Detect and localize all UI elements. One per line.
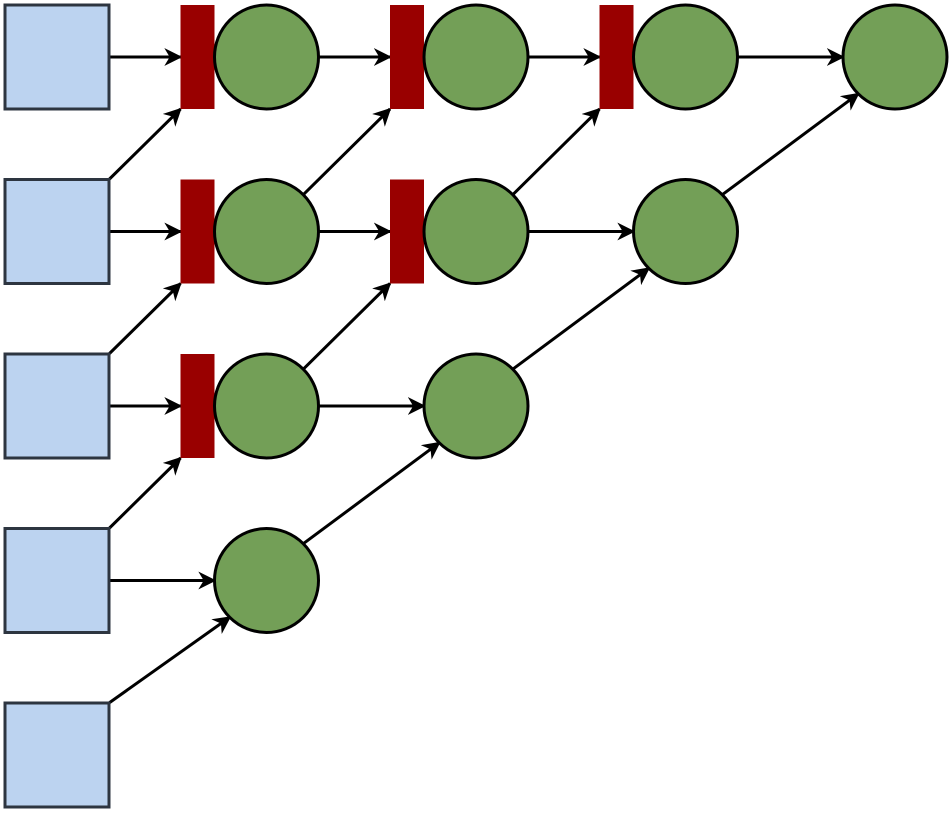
node-n21 [213, 352, 320, 460]
input-square-in0 [3, 3, 111, 111]
node-n31 [213, 527, 320, 634]
edge-in4-n31 [108, 616, 232, 705]
node-n03 [632, 3, 739, 111]
node-n12 [422, 178, 530, 285]
gate-bar-n12 [390, 179, 424, 284]
edge-in1-n01 [107, 107, 182, 181]
inputs-layer [3, 3, 111, 809]
gate-bar-n11 [180, 179, 215, 284]
edge-n22-n13 [511, 267, 651, 371]
input-square-in2 [3, 352, 111, 460]
nodes-layer [213, 3, 949, 634]
edge-n13-n04 [721, 92, 860, 196]
edge-in2-n11 [107, 282, 182, 356]
node-n13 [632, 178, 739, 285]
edge-in3-n21 [107, 456, 182, 530]
node-n11 [213, 178, 320, 285]
edge-n12-n03 [511, 107, 601, 196]
edge-n31-n22 [302, 441, 441, 545]
node-n01 [213, 3, 320, 111]
input-square-in3 [3, 527, 111, 634]
gate-bar-n03 [599, 5, 634, 109]
node-n04 [841, 3, 949, 111]
gate-bar-n21 [180, 354, 215, 458]
edge-n11-n02 [302, 107, 392, 196]
edge-n21-n12 [302, 282, 392, 371]
node-n22 [422, 352, 530, 460]
node-n02 [422, 3, 530, 111]
gates-layer [180, 5, 634, 458]
edges-layer [107, 48, 860, 705]
gate-bar-n02 [390, 5, 424, 109]
input-square-in1 [3, 178, 111, 285]
input-square-in4 [3, 701, 111, 809]
gate-bar-n01 [180, 5, 215, 109]
